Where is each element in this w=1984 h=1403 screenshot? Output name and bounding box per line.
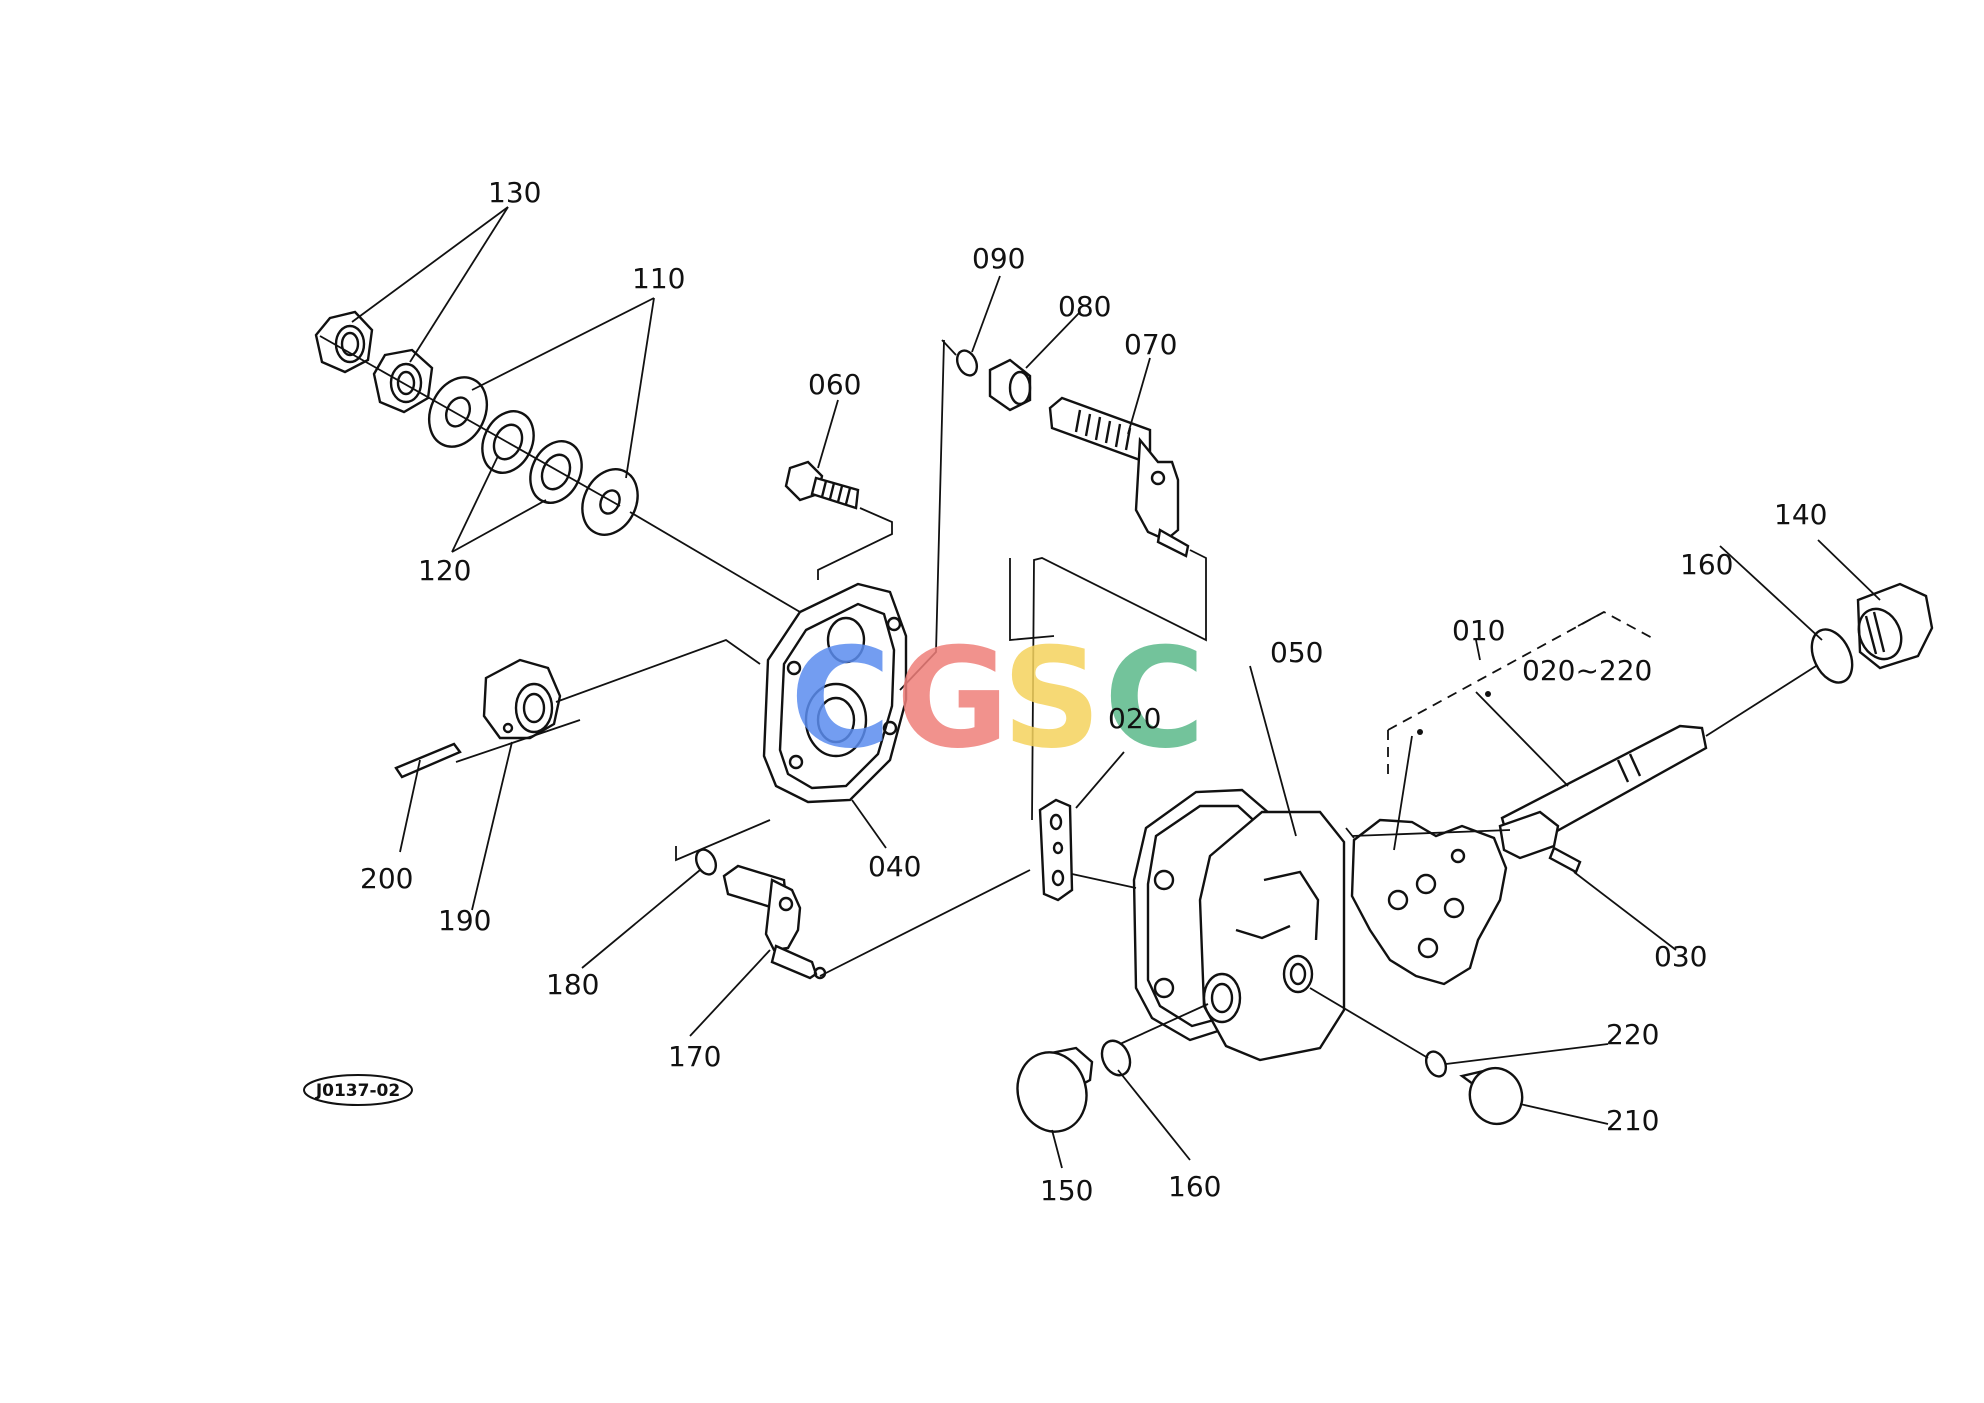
part-150-plug [1016, 1046, 1094, 1133]
part-110-washer-2 [581, 468, 639, 536]
label-030: 030 [1654, 940, 1707, 973]
label-050: 050 [1270, 636, 1323, 669]
watermark-letter-1: C [790, 618, 891, 779]
label-190: 190 [438, 904, 491, 937]
label-120: 120 [418, 554, 471, 587]
part-170-shaft-lever [722, 864, 827, 980]
part-080-bushing [988, 358, 1032, 412]
label-060: 060 [808, 368, 861, 401]
watermark: C G S C [790, 618, 1205, 779]
label-130: 130 [488, 176, 541, 209]
part-210-plug [1459, 1066, 1524, 1126]
label-150: 150 [1040, 1174, 1093, 1207]
part-110-washer-1 [427, 376, 489, 448]
part-010-pump-body [1350, 818, 1508, 986]
label-010: 010 [1452, 614, 1505, 647]
part-020-link [1038, 798, 1074, 902]
label-070: 070 [1124, 328, 1177, 361]
label-200: 200 [360, 862, 413, 895]
part-220-o-ring [1424, 1050, 1448, 1078]
part-160-o-ring-lower [1100, 1039, 1132, 1077]
part-010-drive-shaft [1498, 724, 1708, 860]
leader-lines [351, 206, 1881, 1169]
part-050-pump-housing [1132, 788, 1346, 1062]
label-170: 170 [668, 1040, 721, 1073]
part-040-cover-gasket [762, 582, 908, 804]
part-140-plug [1856, 582, 1934, 670]
label-040: 040 [868, 850, 921, 883]
bracket-dot [1417, 729, 1423, 735]
label-020: 020 [1108, 702, 1161, 735]
part-070-shaft-lever [1048, 396, 1190, 558]
part-labels: 130 110 090 080 070 060 120 140 160 010 … [360, 176, 1827, 1207]
label-220: 220 [1606, 1018, 1659, 1051]
part-130-nut-inner [372, 348, 434, 414]
part-090-o-ring [955, 349, 979, 377]
reference-code-badge: J0137-02 [303, 1074, 413, 1106]
label-140: 140 [1774, 498, 1827, 531]
bracket-dot [1485, 691, 1491, 697]
label-020-220: 020~220 [1522, 654, 1652, 687]
part-130-nut-outer [314, 310, 374, 374]
label-180: 180 [546, 968, 599, 1001]
watermark-letter-2: G [896, 618, 1009, 779]
part-060-bolt [784, 460, 860, 510]
watermark-letter-4: C [1104, 618, 1205, 779]
watermark-letter-3: S [1002, 618, 1101, 779]
label-110: 110 [632, 262, 685, 295]
label-080: 080 [1058, 290, 1111, 323]
label-160-upper: 160 [1680, 548, 1733, 581]
label-210: 210 [1606, 1104, 1659, 1137]
part-030-pin [1548, 846, 1582, 874]
reference-code: J0137-02 [315, 1081, 400, 1101]
part-160-o-ring-upper [1810, 628, 1854, 684]
label-090: 090 [972, 242, 1025, 275]
label-160-lower: 160 [1168, 1170, 1221, 1203]
part-190-collar [482, 658, 562, 740]
assembly-lines [319, 335, 1817, 1059]
part-200-pin [394, 742, 462, 779]
